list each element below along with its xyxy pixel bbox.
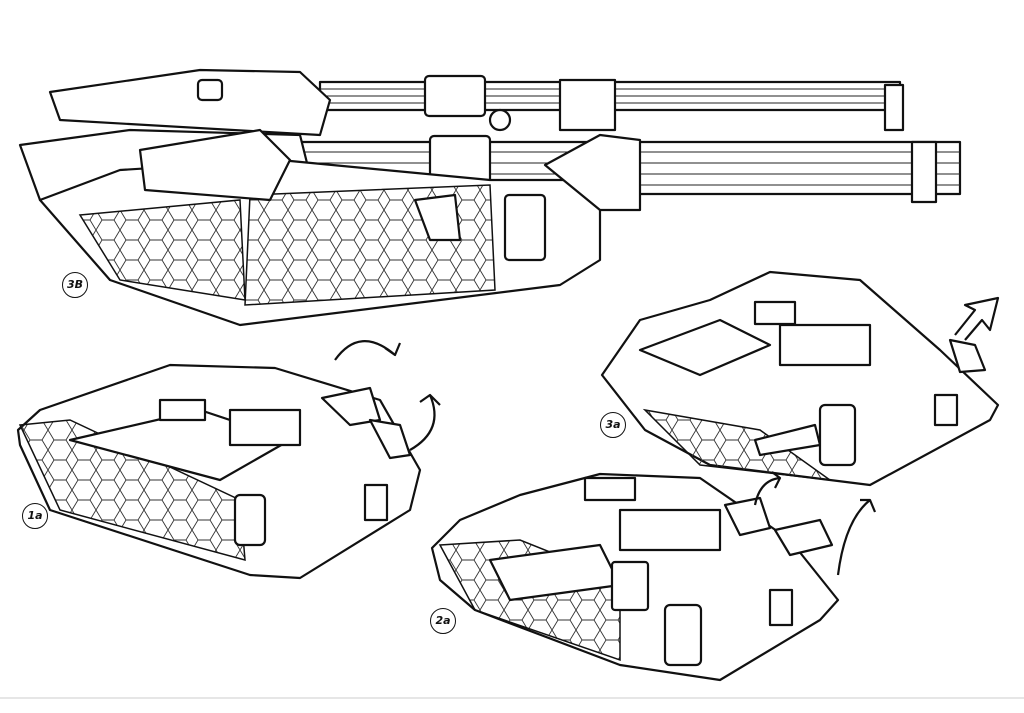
- vehicle-2a: [430, 471, 877, 682]
- label-2a: 2a: [430, 608, 456, 634]
- gatling-barrels-upper: [318, 74, 905, 132]
- vehicle-3a: [600, 270, 1000, 487]
- label-3a: 3a: [600, 412, 626, 438]
- vehicle-1a: [16, 340, 441, 580]
- label-1a: 1a: [22, 503, 48, 529]
- label-3b: 3B: [62, 272, 88, 298]
- vehicle-3b-gatling-tank: [18, 68, 962, 327]
